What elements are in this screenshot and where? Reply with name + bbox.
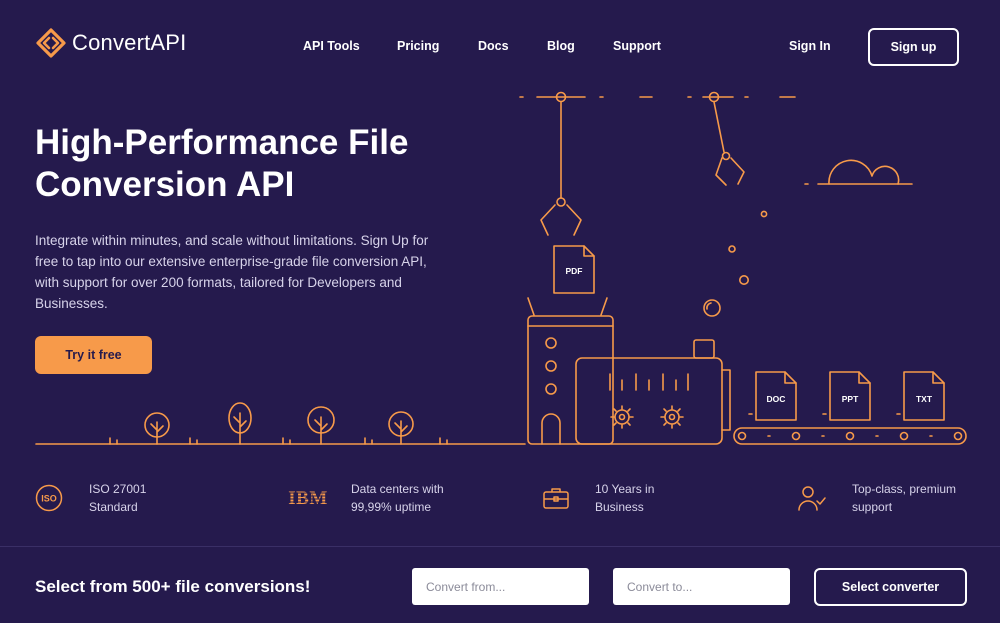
feature-support-line2: support [852,500,893,514]
ibm-logo-icon: IBM [288,488,328,509]
select-converter-button[interactable]: Select converter [814,568,967,606]
brand-name: ConvertAPI [72,30,187,55]
feature-years: 10 Years in Business [542,480,715,516]
try-it-free-button[interactable]: Try it free [35,336,152,374]
feature-iso: ISO ISO 27001 Standard [35,480,209,516]
hero-title-line2: Conversion API [35,165,295,204]
hero-title: High-Performance File Conversion API [35,122,475,206]
convertapi-logo-icon [36,28,66,58]
section-divider [0,546,1000,547]
brand-logo[interactable]: ConvertAPI [36,28,187,58]
nav-support[interactable]: Support [613,39,661,53]
converter-title: Select from 500+ file conversions! [35,577,311,596]
hero-description: Integrate within minutes, and scale with… [35,233,429,311]
convert-from-input[interactable] [412,568,589,605]
feature-ibm-line2: 99,99% uptime [351,500,432,514]
txt-file-label: TXT [916,394,933,404]
feature-ibm: IBM Data centers with 99,99% uptime [288,480,471,516]
feature-ibm-text: Data centers with 99,99% uptime [351,480,471,516]
feature-ibm-line1: Data centers with [351,482,444,496]
nav-docs[interactable]: Docs [478,39,509,53]
feature-years-text: 10 Years in Business [595,480,715,516]
nav-blog[interactable]: Blog [547,39,575,53]
hero-title-line1: High-Performance File [35,123,409,162]
feature-years-line1: 10 Years in [595,482,655,496]
feature-iso-text: ISO 27001 Standard [89,480,209,516]
factory-illustration: PDF DOC PPT TXT [35,91,967,445]
feature-iso-line2: Standard [89,500,138,514]
convert-to-input[interactable] [613,568,790,605]
sign-up-button[interactable]: Sign up [868,28,959,66]
navbar: ConvertAPI API Tools Pricing Docs Blog S… [0,0,1000,92]
feature-iso-line1: ISO 27001 [89,482,147,496]
doc-file-label: DOC [767,394,786,404]
feature-support: Top-class, premium support [797,480,977,516]
svg-text:ISO: ISO [41,494,57,504]
feature-support-line1: Top-class, premium [852,482,957,496]
pdf-file-label: PDF [566,266,583,276]
briefcase-icon [543,488,569,509]
nav-pricing[interactable]: Pricing [397,39,440,53]
features-row: ISO ISO 27001 Standard IBM Data centers … [0,470,1000,530]
feature-years-line2: Business [595,500,644,514]
ppt-file-label: PPT [842,394,859,404]
nav-api-tools[interactable]: API Tools [303,39,360,53]
iso-badge-icon: ISO [35,484,63,512]
sign-in-link[interactable]: Sign In [789,39,831,53]
user-check-icon [798,486,826,511]
feature-support-text: Top-class, premium support [852,480,977,516]
